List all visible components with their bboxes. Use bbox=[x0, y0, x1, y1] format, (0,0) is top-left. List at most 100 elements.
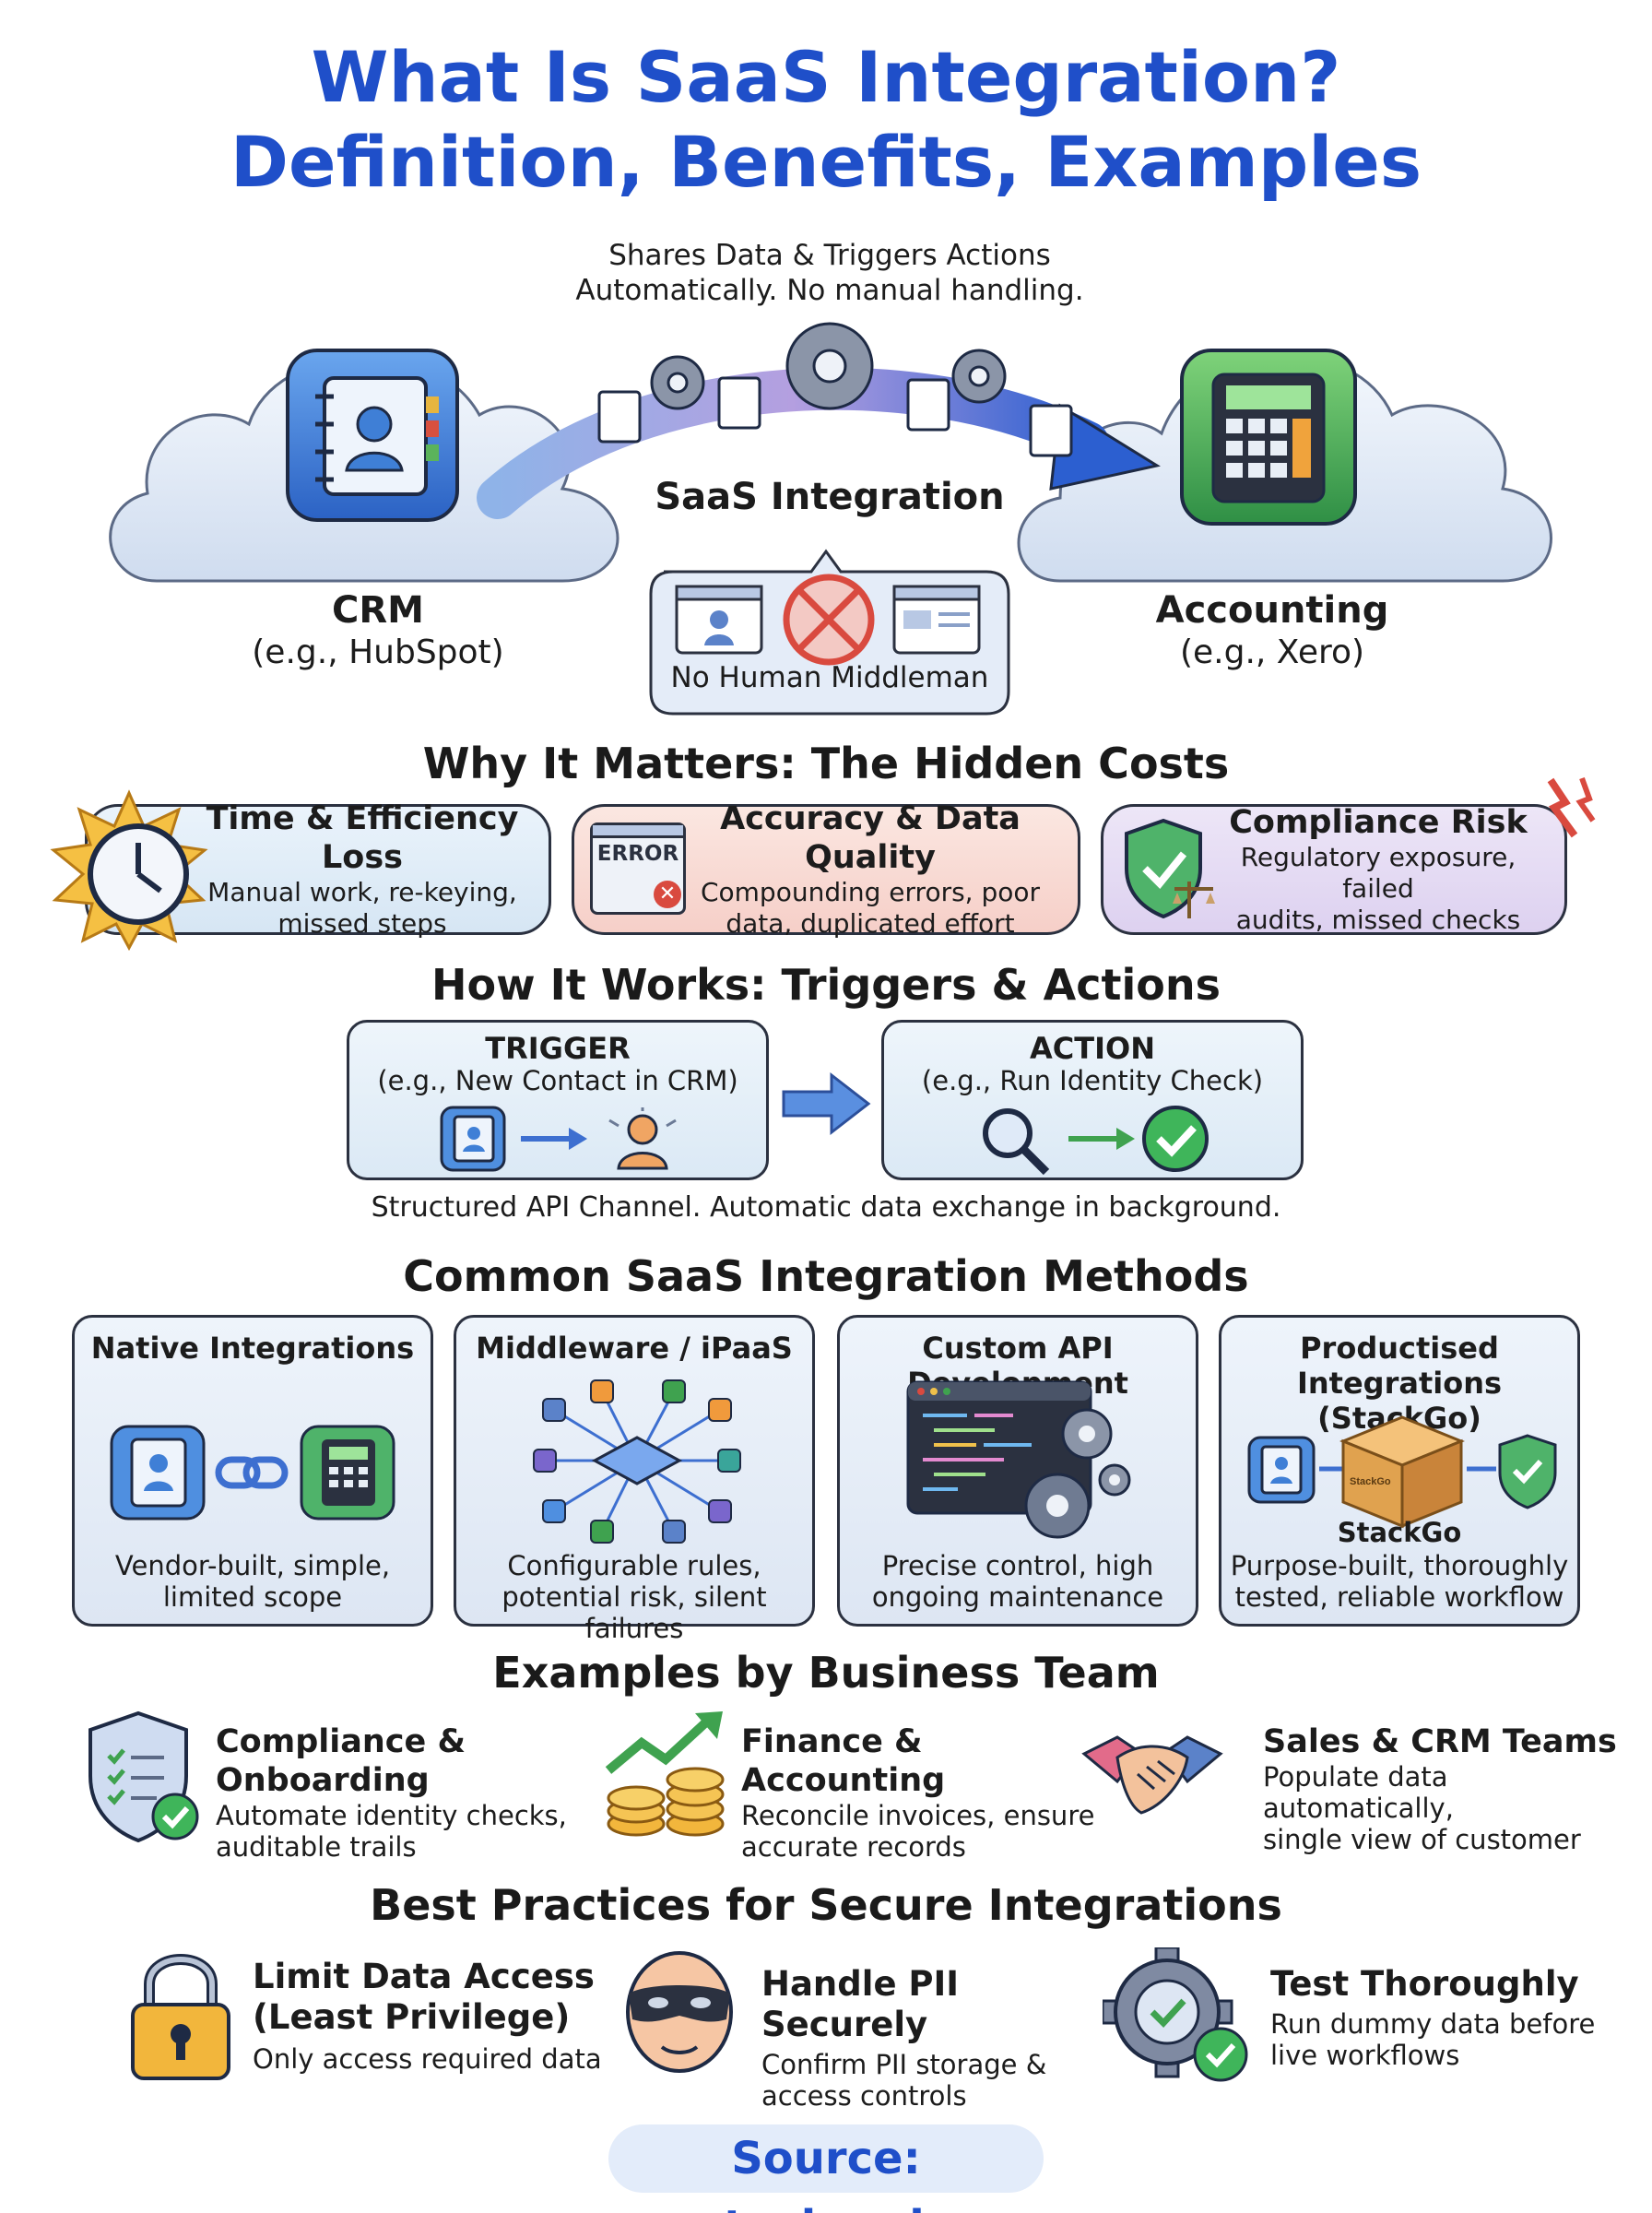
cost-card-desc: missed steps bbox=[277, 908, 447, 939]
gear-icon bbox=[650, 322, 1007, 410]
example-sales: Sales & CRM Teams Populate data automati… bbox=[1263, 1722, 1641, 1855]
example-desc-line2: single view of customer bbox=[1263, 1824, 1581, 1855]
example-desc-line1: Automate identity checks, bbox=[216, 1800, 567, 1831]
handshake-icon bbox=[1081, 1735, 1223, 1815]
method-desc-line1: Precise control, high bbox=[881, 1550, 1154, 1581]
hero-caption-line1: Shares Data & Triggers Actions bbox=[608, 239, 1051, 272]
code-window-icon bbox=[906, 1380, 1131, 1539]
ipaas-hub-icon bbox=[533, 1379, 741, 1544]
error-window-icon: ERROR ✕ bbox=[590, 822, 686, 915]
flow-arrow-icon bbox=[782, 1071, 871, 1136]
practice-title: Handle PII Securely bbox=[761, 1964, 960, 2044]
action-title: ACTION bbox=[1030, 1031, 1155, 1066]
method-desc-line2: potential risk, silent failures bbox=[502, 1581, 767, 1644]
example-title: Finance & Accounting bbox=[741, 1723, 946, 1799]
practice-title: Limit Data Access bbox=[253, 1957, 595, 1996]
crm-example: (e.g., HubSpot) bbox=[252, 633, 504, 671]
method-desc-line2: limited scope bbox=[162, 1581, 343, 1613]
method-desc-line1: Vendor-built, simple, bbox=[114, 1550, 391, 1581]
compliance-shield-icon bbox=[88, 1710, 199, 1843]
lock-icon bbox=[131, 1954, 230, 2080]
cost-card-desc: Manual work, re-keying, bbox=[207, 877, 517, 907]
hero-illustration bbox=[109, 322, 1552, 716]
error-label: ERROR bbox=[596, 842, 679, 866]
stackgo-box-label: StackGo bbox=[1350, 1476, 1391, 1487]
hero-caption-line2: Automatically. No manual handling. bbox=[575, 274, 1084, 307]
clock-icon bbox=[50, 789, 208, 952]
trigger-subtitle: (e.g., New Contact in CRM) bbox=[377, 1065, 738, 1096]
example-compliance: Compliance & Onboarding Automate identit… bbox=[216, 1722, 603, 1863]
practice-desc-line1: Run dummy data before bbox=[1270, 2008, 1596, 2040]
example-title: Compliance & Onboarding bbox=[216, 1723, 466, 1799]
practice-desc-line1: Only access required data bbox=[253, 2043, 602, 2075]
practices-heading: Best Practices for Secure Integrations bbox=[370, 1880, 1282, 1930]
example-finance: Finance & Accounting Reconcile invoices,… bbox=[741, 1722, 1128, 1863]
cost-card-title: Time & Efficiency Loss bbox=[206, 800, 519, 876]
shield-scale-icon bbox=[1125, 818, 1215, 919]
stackgo-label: StackGo bbox=[1337, 1517, 1462, 1548]
method-desc: Configurable rules, potential risk, sile… bbox=[456, 1550, 812, 1644]
method-desc-line1: Purpose-built, thoroughly bbox=[1230, 1550, 1569, 1581]
example-title: Sales & CRM Teams bbox=[1263, 1723, 1617, 1760]
crm-label: CRM bbox=[332, 589, 424, 632]
masked-face-icon bbox=[626, 1951, 733, 2073]
new-contact-icon bbox=[440, 1106, 677, 1172]
method-title: Middleware / iPaaS bbox=[476, 1331, 793, 1366]
cost-card-desc: Regulatory exposure, failed bbox=[1240, 842, 1516, 904]
alert-burst-icon bbox=[1547, 776, 1596, 838]
practice-least-privilege: Limit Data Access (Least Privilege) Only… bbox=[253, 1957, 603, 2075]
test-gear-icon bbox=[1103, 1947, 1248, 2082]
method-title: Productised Integrations bbox=[1296, 1331, 1503, 1401]
hidden-costs-heading: Why It Matters: The Hidden Costs bbox=[422, 739, 1230, 788]
page-subtitle: Definition, Benefits, Examples bbox=[230, 121, 1422, 203]
saas-integration-label: SaaS Integration bbox=[655, 476, 1005, 518]
example-desc-line2: auditable trails bbox=[216, 1831, 417, 1863]
method-desc: Precise control, high ongoing maintenanc… bbox=[840, 1550, 1196, 1613]
examples-heading: Examples by Business Team bbox=[492, 1648, 1160, 1698]
page-title: What Is SaaS Integration? bbox=[311, 36, 1341, 118]
native-link-icon bbox=[110, 1425, 395, 1521]
hero-caption: Shares Data & Triggers Actions Automatic… bbox=[553, 238, 1106, 308]
methods-heading: Common SaaS Integration Methods bbox=[403, 1251, 1249, 1301]
method-desc-line2: tested, reliable workflow bbox=[1234, 1581, 1564, 1613]
method-title: Native Integrations bbox=[90, 1331, 415, 1366]
practice-title-sub: (Least Privilege) bbox=[253, 1997, 571, 2037]
practice-pii: Handle PII Securely Confirm PII storage … bbox=[761, 1964, 1112, 2112]
cost-card-title: Accuracy & Data Quality bbox=[720, 800, 1021, 876]
how-it-works-heading: How It Works: Triggers & Actions bbox=[431, 960, 1221, 1010]
cost-card-title: Compliance Risk bbox=[1229, 804, 1528, 841]
trigger-title: TRIGGER bbox=[485, 1031, 631, 1066]
source-label: Source: stackgo.io bbox=[608, 2124, 1044, 2213]
identity-check-icon bbox=[983, 1106, 1209, 1176]
method-card-middleware: Middleware / iPaaS Configurable rules, p… bbox=[454, 1315, 815, 1644]
api-channel-note: Structured API Channel. Automatic data e… bbox=[371, 1191, 1281, 1224]
method-card-custom-api: Custom API Development Precise control, … bbox=[837, 1315, 1198, 1627]
method-desc-line1: Configurable rules, bbox=[507, 1550, 761, 1581]
no-middleman-label: No Human Middleman bbox=[670, 661, 989, 694]
document-icon bbox=[597, 376, 1073, 457]
crm-app-icon bbox=[286, 349, 459, 522]
action-box: ACTION (e.g., Run Identity Check) bbox=[881, 1020, 1304, 1180]
practice-desc-line1: Confirm PII storage & bbox=[761, 2049, 1047, 2080]
trigger-box: TRIGGER (e.g., New Contact in CRM) bbox=[347, 1020, 769, 1180]
example-desc-line1: Reconcile invoices, ensure bbox=[741, 1800, 1095, 1831]
practice-testing: Test Thoroughly Run dummy data before li… bbox=[1270, 1964, 1621, 2071]
accounting-app-icon bbox=[1180, 349, 1357, 526]
accounting-label: Accounting bbox=[1155, 589, 1389, 632]
example-desc-line1: Populate data automatically, bbox=[1263, 1761, 1454, 1824]
stackgo-flow-icon: StackGo bbox=[1247, 1415, 1557, 1529]
method-desc: Vendor-built, simple, limited scope bbox=[75, 1550, 431, 1613]
cost-card-desc: data, duplicated effort bbox=[726, 908, 1015, 939]
method-desc: Purpose-built, thoroughly tested, reliab… bbox=[1221, 1550, 1577, 1613]
practice-desc-line2: live workflows bbox=[1270, 2040, 1460, 2071]
no-middleman-bubble bbox=[649, 549, 1010, 716]
method-desc-line2: ongoing maintenance bbox=[871, 1581, 1164, 1613]
example-desc-line2: accurate records bbox=[741, 1831, 966, 1863]
error-x-icon: ✕ bbox=[654, 881, 681, 908]
practice-title: Test Thoroughly bbox=[1270, 1964, 1579, 2004]
practice-desc-line2: access controls bbox=[761, 2080, 967, 2112]
finance-growth-icon bbox=[605, 1711, 725, 1837]
cost-card-desc: Compounding errors, poor bbox=[700, 877, 1041, 907]
action-subtitle: (e.g., Run Identity Check) bbox=[921, 1065, 1264, 1096]
cost-card-desc: audits, missed checks bbox=[1235, 905, 1521, 935]
